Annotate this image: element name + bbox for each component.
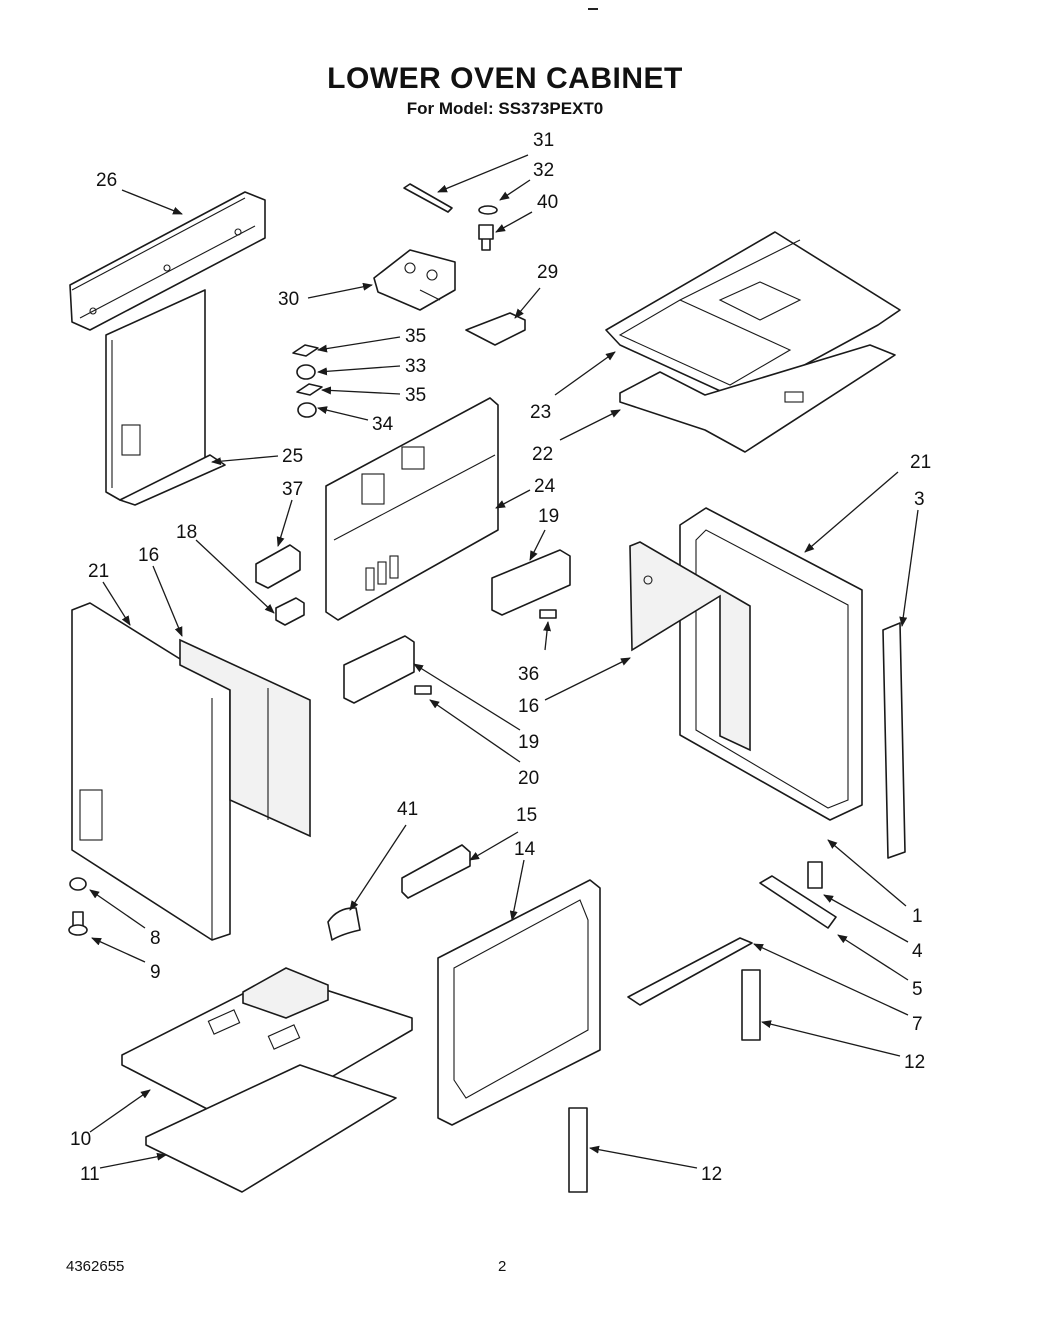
callout-16-right: 16 xyxy=(518,696,539,717)
part-31-bracket xyxy=(403,183,453,213)
part-12-slide-lower xyxy=(568,1107,588,1193)
model-subtitle: For Model: SS373PEXT0 xyxy=(406,99,604,118)
part-4-bracket xyxy=(759,875,837,929)
callout-19-upper: 19 xyxy=(538,506,559,527)
callout-29: 29 xyxy=(537,262,558,283)
callout-21-left: 21 xyxy=(88,561,109,582)
top-mark xyxy=(588,8,598,10)
callout-9: 9 xyxy=(150,962,161,983)
part-19-bracket-upper xyxy=(491,549,571,616)
part-18-bracket xyxy=(275,597,305,626)
callout-30: 30 xyxy=(278,289,299,310)
callout-12-upper: 12 xyxy=(904,1052,925,1073)
part-15-channel xyxy=(401,844,471,899)
callout-32: 32 xyxy=(533,160,554,181)
part-21-side-panel-left xyxy=(71,602,231,941)
callout-33: 33 xyxy=(405,356,426,377)
part-16-insulation-left xyxy=(179,638,311,838)
part-8-foot-pad xyxy=(69,877,87,891)
callout-16-left: 16 xyxy=(138,545,159,566)
part-36-pin xyxy=(539,609,557,619)
callout-21-right: 21 xyxy=(910,452,931,473)
part-10-bottom-pan xyxy=(121,967,413,1129)
callout-34: 34 xyxy=(372,414,394,435)
callout-41: 41 xyxy=(397,799,418,820)
part-35-washer-a xyxy=(292,344,319,357)
callout-36: 36 xyxy=(518,664,539,685)
callout-24: 24 xyxy=(534,476,556,497)
callout-10: 10 xyxy=(70,1129,91,1150)
callout-19-lower: 19 xyxy=(518,732,539,753)
page-number: 2 xyxy=(498,1258,507,1275)
part-11-bottom-plate xyxy=(145,1064,397,1193)
part-21-side-panel-right xyxy=(679,507,863,821)
callout-14: 14 xyxy=(514,839,536,860)
part-9-leveling-leg xyxy=(68,911,88,936)
callout-23: 23 xyxy=(530,402,551,423)
callout-18: 18 xyxy=(176,522,197,543)
callout-35a: 35 xyxy=(405,326,426,347)
callout-15: 15 xyxy=(516,805,537,826)
part-20-pin xyxy=(414,685,432,695)
part-26-rear-rail xyxy=(69,191,266,331)
callout-35b: 35 xyxy=(405,385,426,406)
callout-37: 37 xyxy=(282,479,303,500)
callout-1: 1 xyxy=(912,906,923,927)
part-37-bracket xyxy=(255,544,301,589)
part-34-plug xyxy=(297,402,317,418)
callout-labels: 31 32 40 26 29 30 35 33 35 34 23 22 25 2… xyxy=(70,130,931,1185)
part-22-heat-shield xyxy=(619,344,896,453)
callout-40: 40 xyxy=(537,192,558,213)
callout-31: 31 xyxy=(533,130,554,151)
document-number: 4362655 xyxy=(66,1258,125,1275)
part-14-front-frame xyxy=(437,879,601,1126)
callout-7: 7 xyxy=(912,1014,923,1035)
part-33-plug xyxy=(296,364,316,380)
leader-lines xyxy=(89,154,919,1169)
callout-26: 26 xyxy=(96,170,117,191)
callout-22: 22 xyxy=(532,444,553,465)
part-1-clip xyxy=(807,861,823,889)
page-title: LOWER OVEN CABINET xyxy=(327,62,683,95)
part-19-bracket-lower xyxy=(343,635,415,704)
part-35-washer-b xyxy=(296,383,323,396)
part-32-clip xyxy=(478,205,498,215)
part-3-trim-strip xyxy=(882,622,906,859)
part-25-rear-panel xyxy=(105,289,226,506)
part-24-control-panel xyxy=(325,397,499,621)
part-23-oven-top xyxy=(605,231,901,401)
callout-25: 25 xyxy=(282,446,303,467)
callout-11: 11 xyxy=(80,1164,100,1185)
part-40-screw xyxy=(478,224,494,251)
callout-12-lower: 12 xyxy=(701,1164,722,1185)
callout-4: 4 xyxy=(912,941,923,962)
part-7-rail xyxy=(627,937,753,1006)
callout-5: 5 xyxy=(912,979,923,1000)
part-30-switch-assembly xyxy=(373,249,456,311)
part-16-insulation-right xyxy=(629,541,751,752)
part-12-slide-upper xyxy=(741,969,761,1041)
callout-3: 3 xyxy=(914,489,925,510)
part-29-bracket xyxy=(465,312,526,346)
callout-20: 20 xyxy=(518,768,539,789)
callout-8: 8 xyxy=(150,928,161,949)
part-41-bracket xyxy=(327,907,361,941)
